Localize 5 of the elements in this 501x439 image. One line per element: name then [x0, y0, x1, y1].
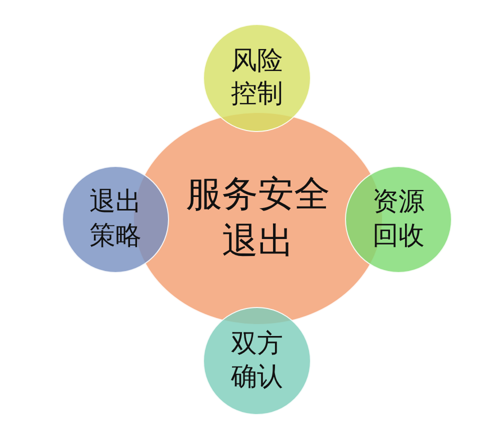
topic-text: 资源回收 [371, 186, 426, 252]
center-text: 服务安全退出 [185, 173, 331, 264]
topic-text: 风险控制 [230, 44, 284, 111]
topic-text: 退出策略 [88, 186, 142, 252]
topic-text: 双方确认 [230, 328, 284, 394]
